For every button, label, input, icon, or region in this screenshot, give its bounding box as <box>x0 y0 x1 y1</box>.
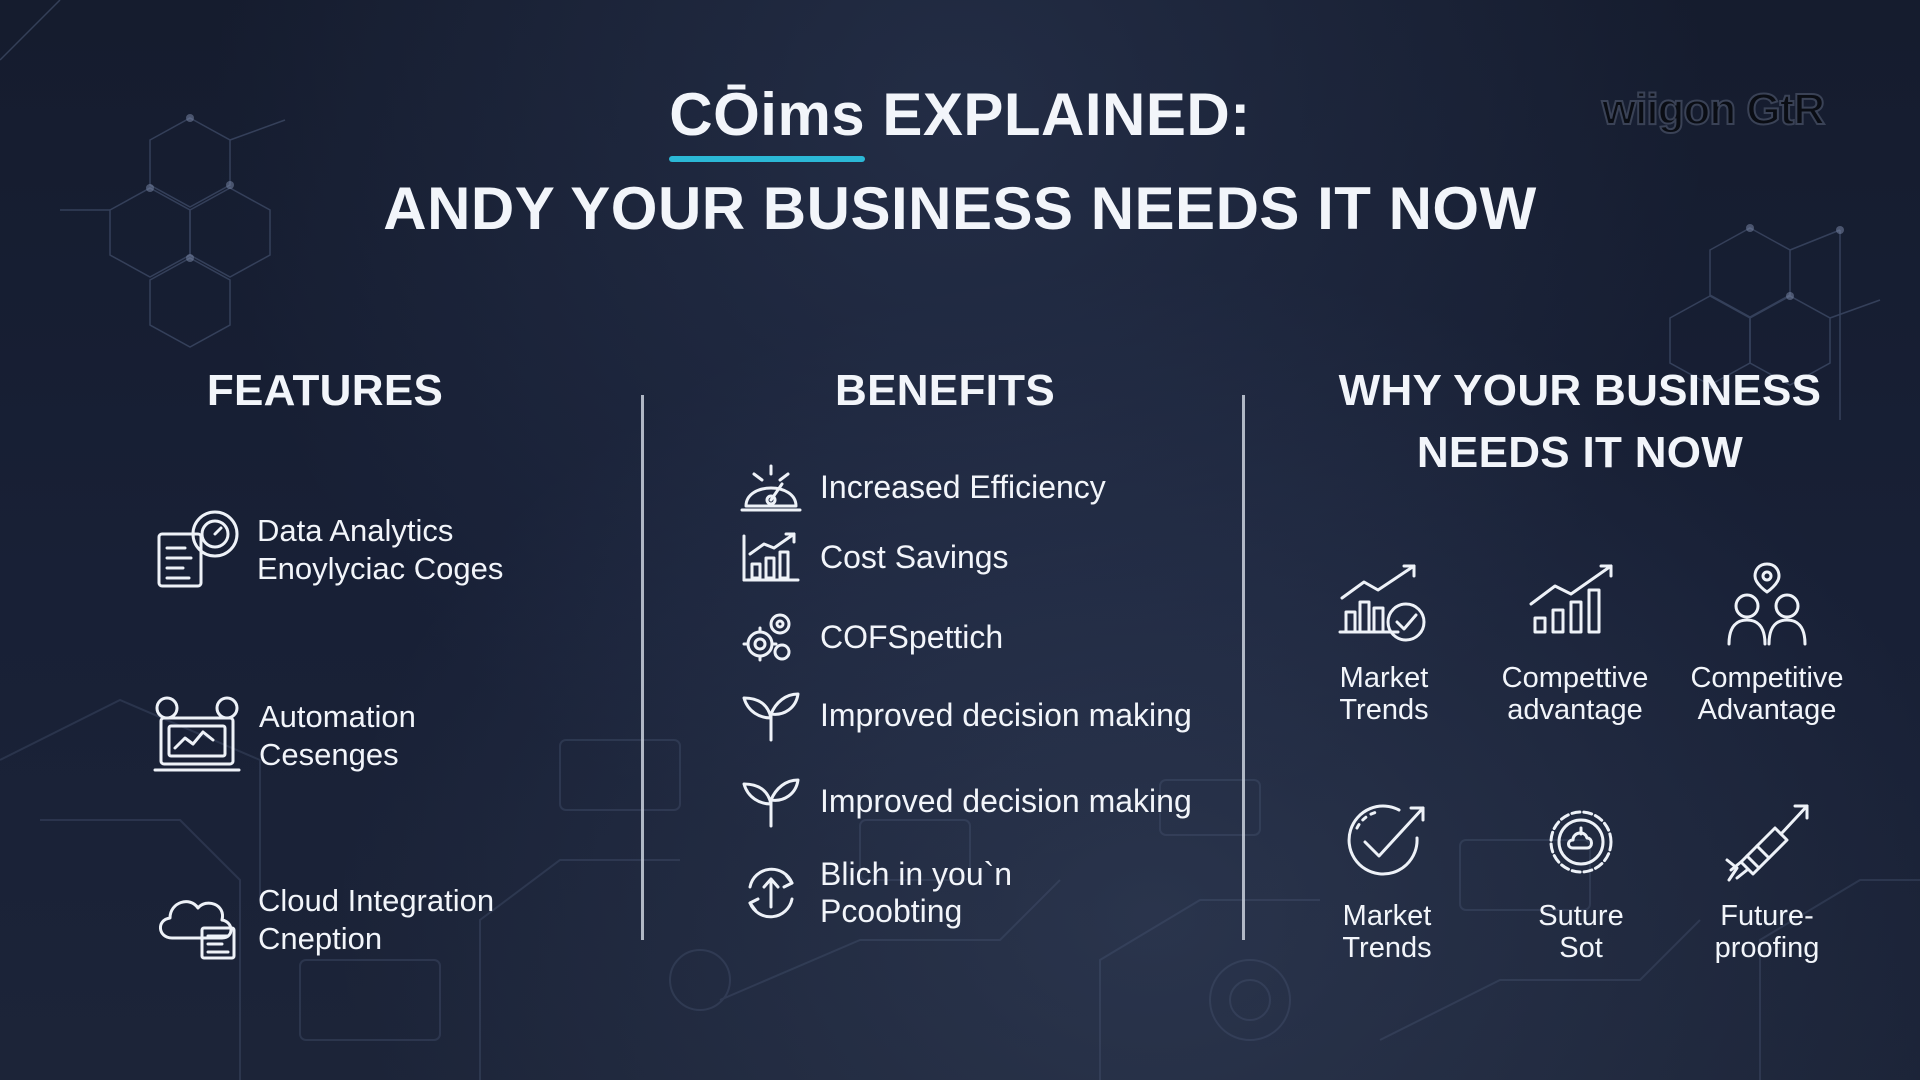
feature-label-line-2: Enoylyciac Coges <box>257 551 504 586</box>
why-label-line-2: Sot <box>1559 932 1603 964</box>
benefit-label: Blich in you`n Pcoobting <box>820 856 1012 930</box>
why-heading-line-1: WHY YOUR BUSINESS <box>1338 366 1822 415</box>
why-label-line-2: Trends <box>1339 694 1429 726</box>
trend-check-icon <box>1338 564 1426 642</box>
why-heading: WHY YOUR BUSINESS NEEDS IT NOW <box>1280 360 1880 484</box>
feature-label-line-1: Automation <box>259 699 416 734</box>
features-heading: FEATURES <box>206 366 444 415</box>
why-item-compettive-advantage: Compettive advantage <box>1485 560 1665 726</box>
benefit-item-blich: Blich in you`n Pcoobting <box>740 856 1012 930</box>
feature-item-cloud-integration: Cloud Integration Cneption <box>152 878 494 962</box>
feature-label-line-1: Data Analytics <box>257 513 454 548</box>
laptop-automation-icon <box>153 696 241 772</box>
sprout-icon <box>742 692 800 742</box>
gears-icon <box>742 613 791 662</box>
why-label: Compettive advantage <box>1485 662 1665 726</box>
why-label-line-2: Advantage <box>1697 694 1837 726</box>
feature-item-data-analytics: Data Analytics Enoylyciac Coges <box>155 508 503 592</box>
why-item-competitive-advantage: Competitive Advantage <box>1677 560 1857 726</box>
circle-check-arrow-icon <box>1347 804 1425 876</box>
why-label-line-2: proofing <box>1714 932 1820 964</box>
title-line-1-rest: EXPLAINED: <box>865 81 1251 148</box>
benefit-item-efficiency: Increased Efficiency <box>740 460 1106 514</box>
benefit-item-decision-making-2: Improved decision making <box>740 774 1192 828</box>
why-item-future-proofing: Future- proofing <box>1677 798 1857 964</box>
benefit-item-cofspettich: COFSpettich <box>740 610 1003 664</box>
why-label-line-1: Market <box>1339 662 1429 694</box>
benefits-heading: BENEFITS <box>835 366 1055 415</box>
cloud-server-icon <box>159 900 236 960</box>
growth-chart-icon <box>1529 564 1613 634</box>
feature-item-automation: Automation Cesenges <box>153 694 416 778</box>
benefit-label: Increased Efficiency <box>820 468 1106 505</box>
why-item-market-trends-1: Market Trends <box>1294 560 1474 726</box>
feature-label: Automation Cesenges <box>259 698 416 774</box>
why-heading-line-2: NEEDS IT NOW <box>1416 428 1744 477</box>
title-line-2: ANDY YOUR BUSINESS NEEDS IT NOW <box>383 175 1537 242</box>
benefit-item-decision-making-1: Improved decision making <box>740 688 1192 742</box>
report-gauge-icon <box>157 510 239 588</box>
why-label: Future- proofing <box>1677 900 1857 964</box>
feature-label: Cloud Integration Cneption <box>258 882 494 958</box>
feature-label-line-2: Cesenges <box>259 737 399 772</box>
brand-wordmark-logo: wiigon GtR <box>1600 84 1826 135</box>
benefit-label: Improved decision making <box>820 782 1192 819</box>
feature-label: Data Analytics Enoylyciac Coges <box>257 512 503 588</box>
why-label-line-1: Market <box>1342 900 1432 932</box>
benefit-label-line-1: Blich in you`n <box>820 856 1013 892</box>
why-item-suture-sot: Suture Sot <box>1491 798 1671 964</box>
rocket-arrow-icon <box>1725 804 1809 882</box>
why-label: Suture Sot <box>1491 900 1671 964</box>
why-label: Market Trends <box>1297 900 1477 964</box>
title-line-1: CŌims EXPLAINED: <box>0 70 1920 164</box>
gear-cloud-icon <box>1549 810 1613 874</box>
bar-chart-up-icon <box>742 532 800 582</box>
benefit-label: Cost Savings <box>820 538 1009 575</box>
why-label: Competitive Advantage <box>1677 662 1857 726</box>
feature-label-line-2: Cneption <box>258 921 383 956</box>
rotate-dollar-icon <box>748 867 794 919</box>
why-label-line-2: advantage <box>1507 694 1643 726</box>
why-label-line-1: Suture <box>1538 900 1624 932</box>
team-location-icon <box>1727 562 1807 646</box>
why-item-market-trends-2: Market Trends <box>1297 798 1477 964</box>
why-label-line-2: Trends <box>1342 932 1432 964</box>
why-label-line-1: Future- <box>1720 900 1814 932</box>
feature-label-line-1: Cloud Integration <box>258 883 495 918</box>
speed-gauge-icon <box>740 464 802 512</box>
why-label-line-1: Competitive <box>1690 662 1844 694</box>
column-divider-right <box>1242 395 1245 940</box>
benefit-label-line-2: Pcoobting <box>820 893 963 929</box>
benefit-item-cost-savings: Cost Savings <box>740 530 1009 584</box>
column-divider-left <box>641 395 644 940</box>
benefit-label: Improved decision making <box>820 696 1192 733</box>
sprout-icon <box>742 778 800 828</box>
svg-text:wiigon GtR: wiigon GtR <box>1601 85 1824 134</box>
title-accent-word: CŌims <box>669 70 866 164</box>
why-label: Market Trends <box>1294 662 1474 726</box>
benefit-label: COFSpettich <box>820 618 1004 655</box>
why-label-line-1: Compettive <box>1501 662 1649 694</box>
main-title: CŌims EXPLAINED: ANDY YOUR BUSINESS NEED… <box>0 70 1920 254</box>
